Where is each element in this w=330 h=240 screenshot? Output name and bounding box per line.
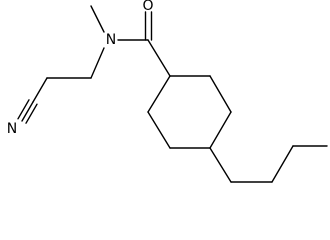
butyl-bond-3 — [271, 145, 294, 183]
n-to-ch2-bond — [90, 47, 105, 79]
structure-canvas: O N N — [7, 0, 328, 183]
carbonyl-to-ring-bond — [147, 39, 171, 77]
nitrile-nitrogen-label: N — [7, 121, 17, 137]
ring-bond-3 — [209, 111, 232, 149]
nitrile-triple-bond-a — [21, 101, 34, 122]
bond-group — [17, 5, 328, 183]
ring-bond-5 — [147, 111, 171, 149]
amide-nitrogen-label: N — [106, 32, 116, 48]
nitrile-triple-bond-b — [17, 99, 30, 120]
ch2-to-cn-bond — [32, 77, 48, 103]
ring-bond-2 — [209, 75, 232, 113]
molecule-drawing: O N N — [7, 0, 328, 183]
oxygen-atom-label: O — [142, 0, 153, 14]
ring-bond-6 — [147, 75, 171, 113]
n-methyl-bond — [90, 5, 105, 33]
butyl-bond-1 — [209, 147, 232, 183]
atom-label-group: O N N — [7, 0, 154, 137]
nitrile-triple-bond-c — [25, 103, 38, 124]
